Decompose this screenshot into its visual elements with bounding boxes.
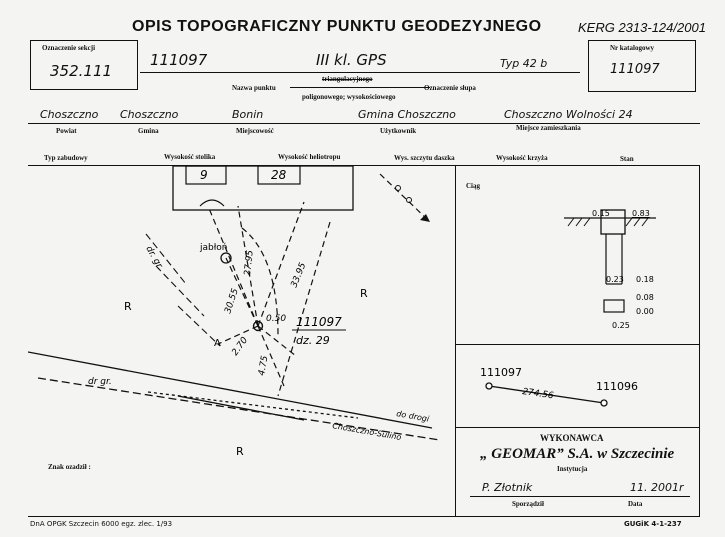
attr-typ: Typ zabudowy bbox=[44, 154, 88, 162]
frame-top-rule bbox=[28, 165, 700, 166]
apple-tree-icon bbox=[220, 252, 232, 264]
section-label: Oznaczenie sekcji bbox=[42, 44, 96, 52]
point-class: III kl. GPS bbox=[316, 51, 387, 69]
option-bottom: poligonowego; wysokościowego bbox=[302, 93, 396, 101]
point-number: 111097 bbox=[150, 51, 208, 69]
catalog-box bbox=[588, 40, 696, 92]
footer-right: GUGiK 4-1-237 bbox=[624, 520, 682, 528]
pillar-profile: 0.15 0.83 0.23 0.18 0.08 0.00 0.25 bbox=[564, 209, 656, 330]
miejscowosc-label: Miejscowość bbox=[236, 127, 274, 135]
land-use-r3: R bbox=[236, 445, 244, 458]
executor-name: „ GEOMAR” S.A. w Szczecinie bbox=[480, 446, 675, 462]
executor-date-label: Data bbox=[628, 500, 643, 508]
profile-v5: 0.25 bbox=[612, 321, 630, 330]
attr-daszek: Wys. szczytu daszka bbox=[394, 154, 455, 162]
section-box bbox=[30, 40, 138, 90]
executor-label: WYKONAWCA bbox=[540, 433, 604, 443]
profile-v3: 0.08 bbox=[636, 293, 654, 302]
building-box-right bbox=[257, 166, 301, 185]
frame-divider bbox=[455, 166, 456, 516]
building-box-left bbox=[185, 166, 227, 185]
profile-v1: 0.23 bbox=[606, 275, 624, 284]
control-point-icon bbox=[252, 320, 264, 332]
dim-d: 0.50 bbox=[266, 314, 286, 324]
location-sketch: 9 28 dr. gr. jabłoń 33.95 27.9 bbox=[28, 166, 441, 458]
land-use-r2: R bbox=[360, 287, 368, 300]
miejsce-label: Miejsce zamieszkania bbox=[516, 124, 581, 132]
dim-b: 27.95 bbox=[243, 249, 256, 276]
pillar-label: Oznaczenie słupa bbox=[424, 84, 476, 92]
north-arrow bbox=[379, 173, 431, 223]
profile-top-right: 0.83 bbox=[632, 209, 650, 218]
dim-e: 2.70 bbox=[230, 335, 250, 357]
miejscowosc-value: Bonin bbox=[232, 108, 264, 121]
building-label-right: 28 bbox=[271, 168, 287, 182]
traverse-to: 111096 bbox=[596, 380, 638, 393]
underground-mark bbox=[603, 299, 625, 313]
executor-inst-label: Instytucja bbox=[557, 465, 588, 473]
road-label-dr2: dr gr. bbox=[88, 377, 112, 387]
road-name: Choszczno-Sulino bbox=[332, 421, 403, 442]
map-point-number: 111097 bbox=[296, 315, 342, 329]
profile-v2: 0.18 bbox=[636, 275, 654, 284]
gmina-label: Gmina bbox=[138, 127, 159, 135]
building-entry bbox=[199, 199, 225, 207]
profile-v4: 0.00 bbox=[636, 307, 654, 316]
executor-rule bbox=[470, 496, 690, 497]
attr-krzyz: Wysokość krzyża bbox=[496, 154, 548, 162]
pillar-head bbox=[600, 209, 626, 235]
attr-heliotrop: Wysokość heliotropu bbox=[278, 153, 341, 161]
mark-letter-a: A bbox=[214, 338, 221, 349]
point-type: Typ 42 b bbox=[500, 57, 548, 70]
dim-c: 30.55 bbox=[223, 287, 241, 315]
location-rule bbox=[28, 123, 700, 124]
section-value: 352.111 bbox=[50, 62, 113, 80]
frame-bottom-rule bbox=[28, 516, 700, 517]
option-rule bbox=[290, 87, 430, 88]
land-use-r1: R bbox=[124, 300, 132, 313]
traverse-from: 111097 bbox=[480, 366, 522, 379]
document-code: KERG 2313-124/2001 bbox=[578, 20, 706, 35]
page-title: OPIS TOPOGRAFICZNY PUNKTU GEODEZYJNEGO bbox=[132, 18, 542, 35]
miejsce-value: Choszczno Wolności 24 bbox=[504, 108, 633, 121]
footer-left: DnA OPGK Szczecin 6000 egz. zlec. 1/93 bbox=[30, 520, 173, 528]
map-point-sub: dz. 29 bbox=[296, 334, 330, 347]
uzytkownik-label: Użytkownik bbox=[380, 127, 417, 135]
executor-author-label: Sporządził bbox=[512, 500, 544, 508]
building-outline bbox=[172, 166, 354, 211]
point-rule bbox=[140, 72, 580, 73]
profile-title: Ciąg bbox=[466, 182, 480, 190]
executor-date: 11. 2001r bbox=[630, 481, 684, 494]
option-top: triangulacyjnego bbox=[322, 75, 373, 83]
attr-stolik: Wysokość stolika bbox=[164, 153, 216, 161]
catalog-value: 111097 bbox=[610, 62, 660, 77]
catalog-label: Nr katalogowy bbox=[610, 44, 655, 52]
traverse-distance: 274.56 bbox=[522, 387, 555, 401]
dim-f: 4.75 bbox=[257, 355, 270, 377]
traverse-from-icon bbox=[485, 382, 493, 390]
road-lines bbox=[28, 351, 441, 441]
powiat-label: Powiat bbox=[56, 127, 77, 135]
uzytkownik-value: Gmina Choszczno bbox=[358, 108, 456, 121]
traverse-sketch: 111097 111096 274.56 bbox=[480, 366, 638, 407]
marks-label: Znak ozadził : bbox=[48, 463, 91, 471]
survey-lines bbox=[207, 201, 331, 397]
tree-label: jabłoń bbox=[199, 243, 228, 253]
dim-a: 33.95 bbox=[290, 261, 309, 289]
frame-right bbox=[699, 166, 700, 516]
executor-top-rule bbox=[455, 427, 699, 428]
ground-hatch bbox=[567, 217, 649, 227]
profile-bottom-rule bbox=[455, 344, 699, 345]
attr-stan: Stan bbox=[620, 155, 634, 163]
building-label-left: 9 bbox=[200, 168, 208, 182]
name-label: Nazwa punktu bbox=[232, 84, 276, 92]
road-label-dr: dr. gr. bbox=[143, 245, 165, 272]
powiat-value: Choszczno bbox=[40, 108, 99, 121]
traverse-to-icon bbox=[600, 399, 608, 407]
gmina-value: Choszczno bbox=[120, 108, 179, 121]
ditch-lines bbox=[145, 233, 221, 347]
profile-top-left: 0.15 bbox=[592, 209, 610, 218]
executor-author: P. Złotnik bbox=[482, 481, 533, 494]
